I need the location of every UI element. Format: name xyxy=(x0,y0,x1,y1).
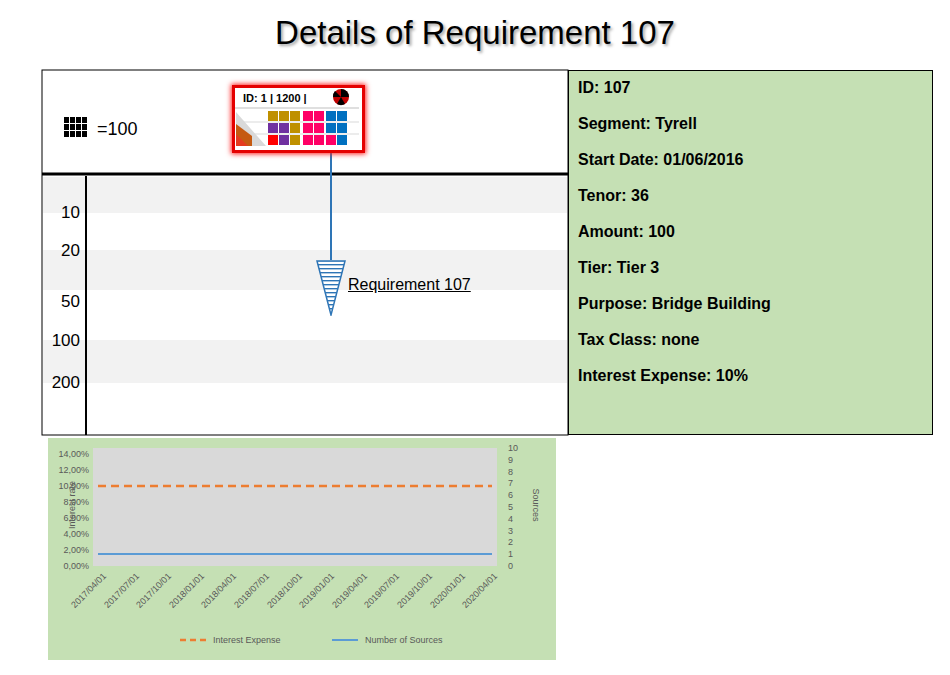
axis-title: Sources xyxy=(531,488,541,521)
divider-line xyxy=(42,173,568,176)
square xyxy=(326,123,336,133)
source-box: ID: 1 | 1200 | xyxy=(232,85,365,153)
axis-value: 20 xyxy=(61,241,80,261)
square xyxy=(314,111,324,121)
square xyxy=(290,111,300,121)
box-ground xyxy=(232,85,362,153)
date-tick: 2019/10/01 xyxy=(395,571,434,610)
pie-slice xyxy=(337,97,345,105)
pie-slice xyxy=(333,91,341,97)
axis-value: 100 xyxy=(52,331,80,351)
axis-value: 0 xyxy=(508,561,513,571)
square xyxy=(337,135,347,145)
node-text: Segment: Tyrell xyxy=(578,114,932,134)
square xyxy=(279,111,289,121)
page-title: Details of Requirement 107 xyxy=(0,14,950,52)
square xyxy=(290,135,300,145)
square xyxy=(268,111,278,121)
axis-value: 5 xyxy=(508,502,513,512)
band xyxy=(43,177,567,213)
square xyxy=(303,111,313,121)
square xyxy=(290,123,300,133)
scale-note: =100 xyxy=(97,119,138,140)
date-tick: 2018/07/01 xyxy=(232,571,271,610)
node-text: Purpose: Bridge Building xyxy=(578,294,932,314)
axis-value: 12,00% xyxy=(58,465,89,475)
chart-ground xyxy=(48,438,556,660)
triangle-outline xyxy=(317,261,345,315)
axis-value: 10 xyxy=(508,443,518,453)
pie-icon xyxy=(333,89,349,105)
axis-line xyxy=(85,176,87,435)
legend-text: Interest Expense xyxy=(213,635,281,645)
axis-value: 2,00% xyxy=(63,545,89,555)
axis-value: 10 xyxy=(61,203,80,223)
square xyxy=(326,135,336,145)
strip-line xyxy=(235,108,359,109)
interest-line xyxy=(98,485,492,488)
axis-value: 6 xyxy=(508,490,513,500)
triangle-mark xyxy=(236,112,266,146)
pie xyxy=(333,89,349,105)
axis-value: 1 xyxy=(508,549,513,559)
triangle-mark xyxy=(236,124,252,146)
grid-line xyxy=(236,122,359,123)
date-tick: 2017/04/01 xyxy=(69,571,108,610)
details-panel: ID: 107Segment: TyrellStart Date: 01/06/… xyxy=(568,70,933,435)
node-text: Tenor: 36 xyxy=(578,186,932,206)
square xyxy=(314,123,324,133)
square xyxy=(326,111,336,121)
node-text: ID: 1 | 1200 | xyxy=(243,91,362,105)
axis-value: 200 xyxy=(52,373,80,393)
node-text: Interest Expense: 10% xyxy=(578,366,932,386)
axis-title: Interest rate xyxy=(67,481,77,529)
axis-value: 50 xyxy=(61,292,80,312)
square xyxy=(303,123,313,133)
square xyxy=(279,123,289,133)
sources-line xyxy=(98,553,492,555)
axis-value: 8 xyxy=(508,466,513,476)
connector-line xyxy=(330,153,332,260)
node-text: Amount: 100 xyxy=(578,222,932,242)
triangle-shape xyxy=(316,260,346,316)
square xyxy=(337,111,347,121)
axis-value: 0,00% xyxy=(63,561,89,571)
square xyxy=(268,135,278,145)
square xyxy=(303,135,313,145)
legend-sample xyxy=(180,639,206,642)
legend-text: Number of Sources xyxy=(365,635,443,645)
axis-value: 3 xyxy=(508,525,513,535)
node-text: Tax Class: none xyxy=(578,330,932,350)
plot-area xyxy=(93,448,497,566)
axis-value: 14,00% xyxy=(58,449,89,459)
requirement-node: Requirement 107 xyxy=(316,260,346,316)
square xyxy=(337,123,347,133)
node-text: Tier: Tier 3 xyxy=(578,258,932,278)
band xyxy=(43,250,567,290)
square xyxy=(268,123,278,133)
axis-value: 2 xyxy=(508,537,513,547)
triangle-mark xyxy=(236,134,248,146)
node-text: Start Date: 01/06/2016 xyxy=(578,150,932,170)
axis-value: 7 xyxy=(508,478,513,488)
axis-value: 9 xyxy=(508,455,513,465)
axis-value: 4 xyxy=(508,514,513,524)
connector xyxy=(331,153,332,260)
node-text: ID: 107 xyxy=(578,78,932,98)
grid-icon xyxy=(64,117,87,137)
band xyxy=(43,340,567,383)
square xyxy=(314,135,324,145)
square xyxy=(279,135,289,145)
allocation-squares xyxy=(236,111,359,146)
node-text: Requirement 107 xyxy=(348,275,471,295)
pie-slice xyxy=(341,89,349,97)
chart-panel xyxy=(42,70,568,435)
legend-sample xyxy=(332,639,358,641)
axis-value: 4,00% xyxy=(63,529,89,539)
